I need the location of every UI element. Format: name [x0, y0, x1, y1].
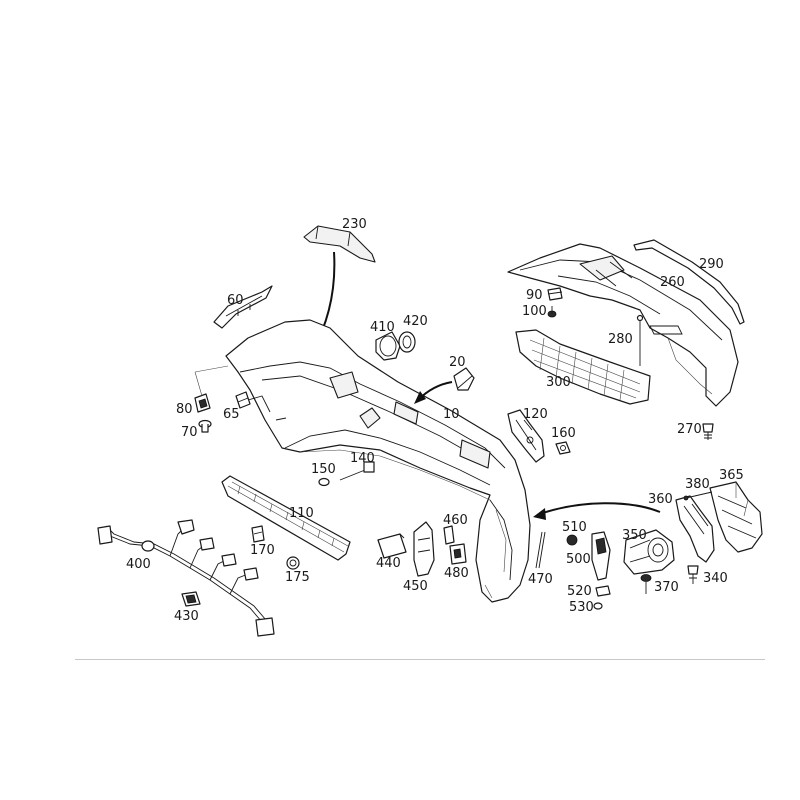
part-120-bracket[interactable] [507, 409, 545, 463]
part-360-bracket[interactable] [675, 495, 715, 563]
label-175: 175 [285, 570, 310, 585]
part-10-bumper-cover[interactable] [225, 319, 531, 603]
label-350: 350 [622, 528, 647, 543]
label-100: 100 [522, 304, 547, 319]
part-110-reinforcement[interactable] [221, 475, 351, 561]
part-440-control-unit[interactable] [377, 533, 407, 559]
label-170: 170 [250, 543, 275, 558]
bottom-divider [75, 659, 765, 660]
part-160-nut[interactable] [555, 441, 571, 455]
label-410: 410 [370, 320, 395, 335]
label-450: 450 [403, 579, 428, 594]
label-120: 120 [523, 407, 548, 422]
label-430: 430 [174, 609, 199, 624]
label-500: 500 [566, 552, 591, 567]
label-150: 150 [311, 462, 336, 477]
part-140-rod[interactable] [339, 461, 375, 481]
label-110: 110 [289, 506, 314, 521]
part-65-clip[interactable] [235, 391, 251, 409]
label-70: 70 [181, 425, 198, 440]
label-530: 530 [569, 600, 594, 615]
label-420: 420 [403, 314, 428, 329]
part-350-housing[interactable] [623, 529, 675, 575]
part-530-screw[interactable] [593, 602, 603, 610]
part-400-wiring-harness[interactable] [97, 519, 275, 637]
label-280: 280 [608, 332, 633, 347]
part-270-screw[interactable] [702, 423, 714, 440]
part-480-bracket[interactable] [449, 543, 467, 565]
label-365: 365 [719, 468, 744, 483]
label-400: 400 [126, 557, 151, 572]
part-280-rod[interactable] [636, 314, 644, 367]
part-500-bracket[interactable] [591, 531, 611, 581]
part-370-screw[interactable] [640, 574, 652, 595]
part-60-bracket[interactable] [213, 285, 273, 329]
label-380: 380 [685, 477, 710, 492]
part-100-screw[interactable] [547, 306, 557, 318]
label-520: 520 [567, 584, 592, 599]
part-80-bracket[interactable] [194, 393, 211, 413]
label-470: 470 [528, 572, 553, 587]
part-90-clip[interactable] [547, 287, 563, 301]
label-230: 230 [342, 217, 367, 232]
label-480: 480 [444, 566, 469, 581]
arrow-head [533, 508, 546, 520]
arrow-head [414, 391, 426, 404]
label-340: 340 [703, 571, 728, 586]
part-520-clip[interactable] [595, 585, 611, 597]
part-70-screw[interactable] [198, 419, 212, 433]
label-370: 370 [654, 580, 679, 595]
part-470-rod[interactable] [535, 531, 546, 569]
part-450-bracket[interactable] [413, 521, 435, 577]
label-65: 65 [223, 407, 240, 422]
label-60: 60 [227, 293, 244, 308]
label-510: 510 [562, 520, 587, 535]
label-90: 90 [526, 288, 543, 303]
part-430-connector[interactable] [181, 591, 201, 607]
part-230-cover[interactable] [303, 225, 376, 263]
label-440: 440 [376, 556, 401, 571]
label-460: 460 [443, 513, 468, 528]
part-420-sensor-ring[interactable] [398, 331, 416, 353]
part-365-bracket[interactable] [709, 481, 763, 553]
label-260: 260 [660, 275, 685, 290]
label-160: 160 [551, 426, 576, 441]
part-340-screw[interactable] [687, 565, 699, 584]
part-410-parking-sensor[interactable] [375, 331, 401, 361]
label-360: 360 [648, 492, 673, 507]
label-140: 140 [350, 451, 375, 466]
part-260-diffuser[interactable] [507, 243, 739, 407]
part-380-screw[interactable] [683, 491, 713, 501]
label-20: 20 [449, 355, 466, 370]
part-300-undertray[interactable] [515, 329, 651, 405]
part-510-nut[interactable] [566, 534, 578, 546]
part-175-clip[interactable] [286, 556, 300, 570]
part-20-cap[interactable] [453, 367, 475, 391]
label-300: 300 [546, 375, 571, 390]
label-290: 290 [699, 257, 724, 272]
part-170-clip[interactable] [251, 525, 265, 543]
part-460-sensor[interactable] [443, 525, 455, 545]
label-80: 80 [176, 402, 193, 417]
label-10: 10 [443, 407, 460, 422]
label-270: 270 [677, 422, 702, 437]
part-290-trim-strip[interactable] [633, 239, 745, 325]
part-150-clip[interactable] [318, 477, 330, 487]
